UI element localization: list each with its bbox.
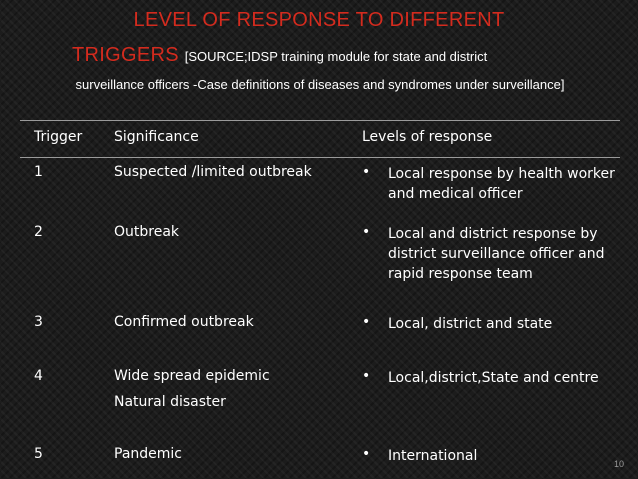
bullet-glyph: • [362, 368, 371, 384]
response-text: Local response by health worker and medi… [388, 166, 615, 202]
slide-title-triggers: TRIGGERS [72, 44, 179, 66]
trigger-number: 5 [34, 446, 43, 462]
bullet-glyph: • [362, 224, 371, 240]
trigger-number: 4 [34, 368, 43, 384]
response-text: Local, district and state [388, 316, 553, 332]
header-levels-of-response: Levels of response [362, 129, 493, 145]
significance-text: Wide spread epidemic [114, 368, 270, 384]
significance-text: Pandemic [114, 446, 182, 462]
significance-text-secondary: Natural disaster [114, 394, 226, 410]
trigger-number: 3 [34, 314, 43, 330]
source-citation-inline: [SOURCE;IDSP training module for state a… [184, 49, 488, 64]
response-text: Local and district response by district … [388, 226, 605, 282]
significance-text: Suspected /limited outbreak [114, 164, 312, 180]
trigger-number: 1 [34, 164, 43, 180]
bullet-glyph: • [362, 314, 371, 330]
slide-title-line1: LEVEL OF RESPONSE TO DIFFERENT [133, 9, 505, 31]
bullet-glyph: • [362, 164, 371, 180]
response-text: International [388, 448, 478, 464]
significance-text: Confirmed outbreak [114, 314, 254, 330]
table-header: Trigger Significance Levels of response [20, 120, 620, 158]
bullet-glyph: • [362, 446, 371, 462]
header-significance: Significance [114, 129, 199, 145]
trigger-number: 2 [34, 224, 43, 240]
slide-title-line2: TRIGGERS [SOURCE;IDSP training module fo… [72, 43, 487, 69]
header-trigger: Trigger [34, 129, 83, 145]
response-text: Local,district,State and centre [388, 370, 599, 386]
source-citation-rest: surveillance officers -Case definitions … [75, 77, 565, 92]
page-number: 10 [613, 459, 624, 469]
significance-text: Outbreak [114, 224, 180, 240]
